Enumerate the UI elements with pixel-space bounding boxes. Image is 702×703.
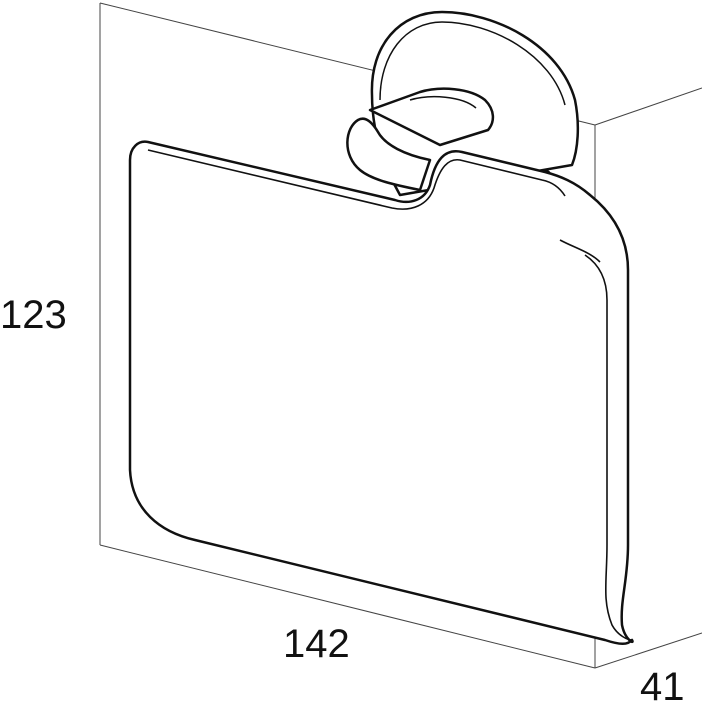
width-dimension-label: 142 <box>283 622 350 666</box>
depth-dimension-label: 41 <box>640 665 685 703</box>
cover-flap-top-right-curve <box>559 239 601 263</box>
cover-flap-right-fold <box>584 254 633 641</box>
box-depth-top-edge <box>594 87 702 126</box>
mount-collar <box>368 87 495 147</box>
cover-flap-inner-edge <box>147 149 566 210</box>
cover-flap-outline <box>128 140 634 645</box>
box-bottom-front-edge <box>99 544 596 669</box>
mount-collar-inner <box>409 95 477 109</box>
height-dimension-label: 123 <box>0 293 67 337</box>
wall-mount <box>368 10 580 197</box>
cover-flap <box>128 140 634 645</box>
arm-hinge-barrel <box>346 117 432 192</box>
box-depth-bottom-edge <box>594 632 702 669</box>
wall-mount-disc-inner-rim <box>379 21 566 106</box>
